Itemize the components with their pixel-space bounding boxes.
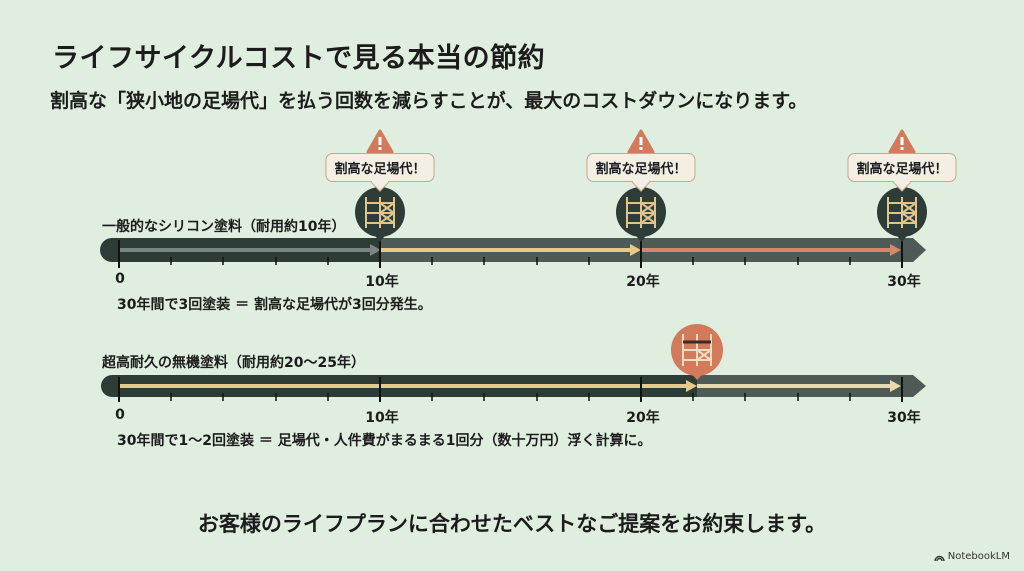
scaffold-pin-20 — [616, 187, 666, 242]
notebooklm-logo-icon — [934, 555, 945, 561]
timeline1-bar — [100, 238, 926, 268]
timeline2-tick-0: 0 — [115, 407, 125, 423]
scaffold-pin-10 — [355, 187, 405, 242]
timeline1-note: 30年間で3回塗装 ＝ 割高な足場代が3回分発生。 — [117, 297, 432, 313]
brand-watermark: NotebookLM — [934, 551, 1010, 562]
timeline2-tick-10: 10年 — [365, 410, 399, 426]
page-subtitle: 割高な「狭小地の足場代」を払う回数を減らすことが、最大のコストダウンになります。 — [50, 90, 808, 112]
timeline2-tick-20: 20年 — [626, 410, 660, 426]
page-title: ライフサイクルコストで見る本当の節約 — [52, 43, 546, 74]
timeline1-tick-0: 0 — [115, 271, 125, 287]
scaffold-icon — [682, 334, 712, 366]
brand-label: NotebookLM — [947, 551, 1010, 562]
timeline1-label: 一般的なシリコン塗料（耐用約10年） — [102, 219, 346, 235]
warning-icon — [366, 129, 394, 154]
scaffold-icon — [365, 197, 395, 228]
footer-message: お客様のライフプランに合わせたベストなご提案をお約束します。 — [197, 512, 827, 536]
callout-expensive-scaffold-30: 割高な足場代！ — [847, 153, 957, 182]
scaffold-pin-30 — [877, 187, 927, 242]
timeline2-note: 30年間で1〜2回塗装 ＝ 足場代・人件費がまるまる1回分（数十万円）浮く計算に… — [117, 433, 652, 449]
warning-icon — [888, 129, 916, 154]
timeline1-tick-30: 30年 — [887, 274, 921, 290]
timeline1-tick-10: 10年 — [365, 274, 399, 290]
warning-icon — [627, 129, 655, 154]
scaffold-pin-22 — [671, 324, 723, 380]
timeline2-bar — [101, 375, 926, 402]
callout-expensive-scaffold-20: 割高な足場代！ — [586, 153, 696, 182]
scaffold-icon — [626, 197, 656, 228]
timeline1-tick-20: 20年 — [626, 274, 660, 290]
timeline2-tick-30: 30年 — [887, 410, 921, 426]
callout-expensive-scaffold-10: 割高な足場代！ — [325, 153, 435, 182]
timeline2-label: 超高耐久の無機塗料（耐用約20〜25年） — [102, 355, 365, 371]
scaffold-icon — [887, 197, 917, 228]
